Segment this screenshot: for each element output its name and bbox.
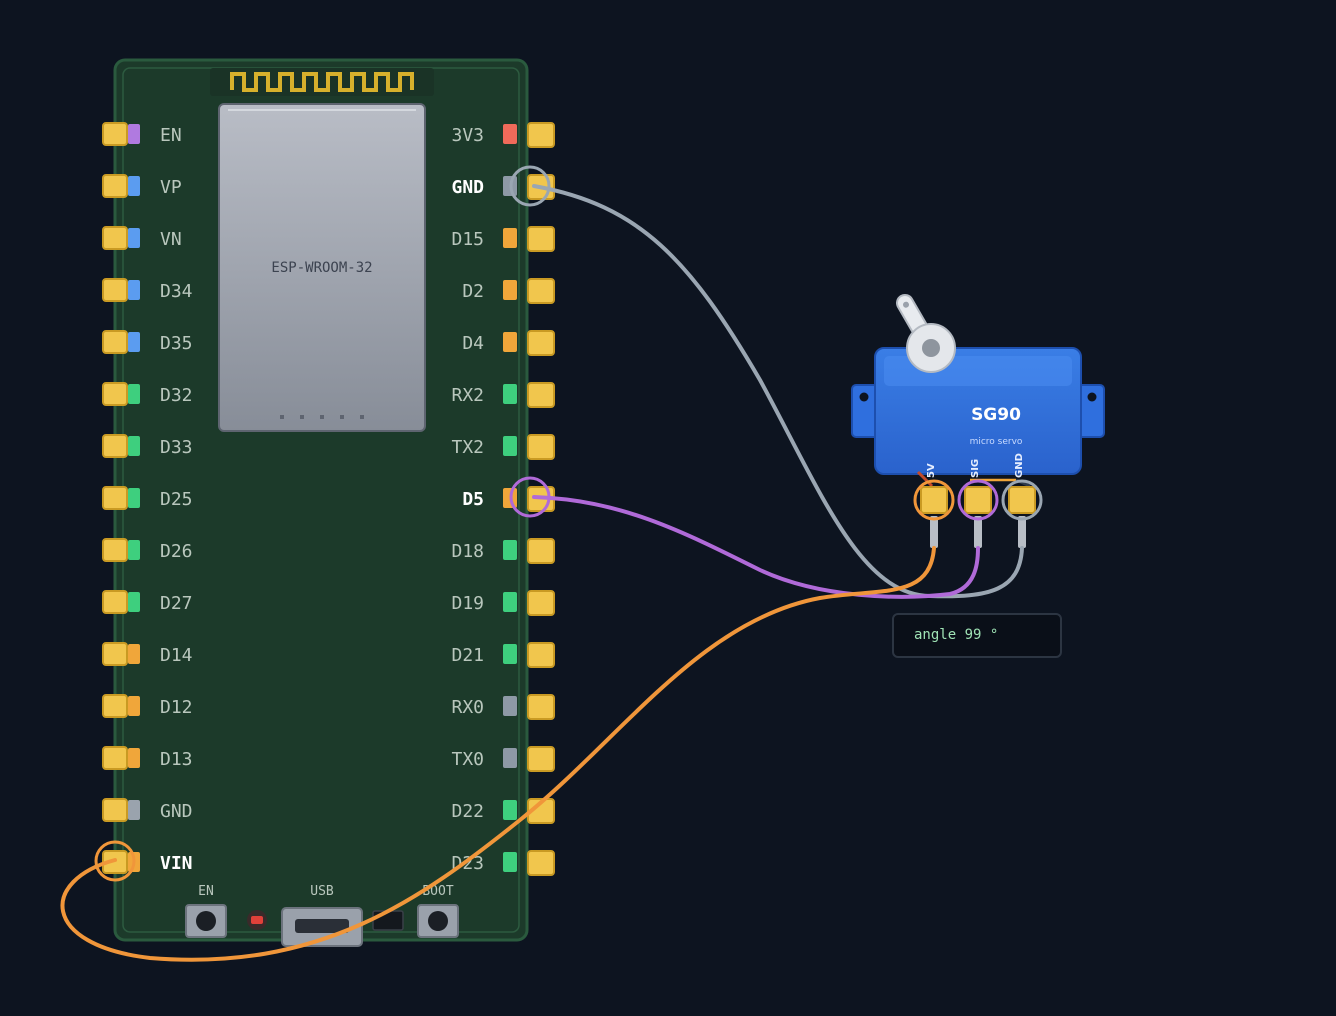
right-pin-label: D22: [451, 801, 484, 822]
left-pin-d32[interactable]: D32: [102, 382, 193, 406]
servo-title: SG90: [971, 405, 1021, 425]
wire-d5-to-servo-sig[interactable]: [532, 495, 980, 599]
servo-subtitle: micro servo: [970, 437, 1023, 447]
right-pin-label: RX2: [451, 385, 484, 406]
usb-port[interactable]: [281, 907, 363, 947]
esp32-board[interactable]: ESP-WROOM-32 EN VP VN D34D35D32D33D25D26D27…: [102, 58, 555, 947]
servo-horn[interactable]: [894, 292, 956, 373]
left-pin-label: D14: [160, 645, 193, 666]
right-pin-tx0[interactable]: TX0: [451, 746, 555, 772]
right-pin-d19[interactable]: D19: [451, 590, 555, 616]
right-pin-label: D19: [451, 593, 484, 614]
left-pin-label: GND: [160, 801, 193, 822]
left-pin-d25[interactable]: D25: [102, 486, 193, 510]
module-label: ESP-WROOM-32: [271, 260, 372, 276]
left-pin-d27[interactable]: D27: [102, 590, 193, 614]
en-button-label: EN: [198, 884, 214, 899]
right-pin-label: D21: [451, 645, 484, 666]
left-pin-label: D32: [160, 385, 193, 406]
left-pin-label: VN: [160, 229, 182, 250]
left-pin-d13[interactable]: D13: [102, 746, 193, 770]
right-pin-d2[interactable]: D2: [462, 278, 555, 304]
right-pin-label: D5: [462, 489, 484, 510]
angle-readout: angle 99 °: [892, 613, 1062, 658]
sg90-servo[interactable]: SG90 micro servo 5V SIG GND: [851, 292, 1105, 548]
servo-pin-gnd[interactable]: [1001, 479, 1043, 521]
right-pin-tx2[interactable]: TX2: [451, 434, 555, 460]
right-pin-label: D4: [462, 333, 484, 354]
d5-connection-ring: [509, 476, 551, 518]
right-pin-label: TX0: [451, 749, 484, 770]
antenna-trace: [230, 72, 414, 92]
left-pin-label: D25: [160, 489, 193, 510]
left-pin-label: D27: [160, 593, 193, 614]
right-pin-label: 3V3: [451, 125, 484, 146]
right-pin-rx0[interactable]: RX0: [451, 694, 555, 720]
left-pin-label: VP: [160, 177, 182, 198]
left-pin-d14[interactable]: D14: [102, 642, 193, 666]
left-pin-label: D35: [160, 333, 193, 354]
usb-label: USB: [310, 884, 334, 899]
servo-pin-sig[interactable]: [957, 479, 999, 521]
right-pin-d21[interactable]: D21: [451, 642, 555, 668]
right-pin-d4[interactable]: D4: [462, 330, 555, 356]
left-pin-vp[interactable]: VP: [102, 174, 182, 198]
right-pin-label: D18: [451, 541, 484, 562]
boot-button[interactable]: [417, 904, 459, 938]
right-pin-label: D2: [462, 281, 484, 302]
left-pin-en[interactable]: EN: [102, 122, 182, 146]
right-pin-3v3[interactable]: 3V3: [451, 122, 555, 148]
servo-pin-label-sig: SIG: [970, 459, 981, 478]
right-pin-rx2[interactable]: RX2: [451, 382, 555, 408]
right-pin-d23[interactable]: D23: [451, 850, 555, 876]
wire-gnd-to-servo-gnd[interactable]: [532, 184, 1024, 599]
right-pin-d22[interactable]: D22: [451, 798, 555, 824]
wire-vin-to-servo-5v[interactable]: [60, 546, 936, 962]
wires: [60, 165, 1024, 962]
right-pin-label: TX2: [451, 437, 484, 458]
left-pin-vn[interactable]: VN: [102, 226, 182, 250]
gnd-connection-ring: [509, 165, 551, 207]
right-pin-label: RX0: [451, 697, 484, 718]
en-button[interactable]: [185, 904, 227, 938]
angle-readout-text: angle 99 °: [914, 627, 999, 643]
vin-connection-ring: [94, 840, 136, 882]
left-pin-label: D33: [160, 437, 193, 458]
right-pin-d18[interactable]: D18: [451, 538, 555, 564]
left-pin-label: VIN: [160, 853, 193, 874]
left-pin-d12[interactable]: D12: [102, 694, 193, 718]
esp-wroom-module: ESP-WROOM-32: [218, 103, 426, 432]
left-pin-gnd[interactable]: GND: [102, 798, 193, 822]
left-pin-label: D34: [160, 281, 193, 302]
left-pin-d34[interactable]: D34: [102, 278, 193, 302]
right-pin-d15[interactable]: D15: [451, 226, 555, 252]
servo-pin-label-5v: 5V: [926, 463, 937, 478]
servo-pin-5v[interactable]: [913, 479, 955, 521]
right-pin-label: GND: [451, 177, 484, 198]
left-pin-d35[interactable]: D35: [102, 330, 193, 354]
right-pin-label: D15: [451, 229, 484, 250]
power-led: [247, 910, 267, 930]
right-pin-label: D23: [451, 853, 484, 874]
voltage-regulator-chip: [372, 910, 404, 931]
left-pin-label: D12: [160, 697, 193, 718]
left-pin-d33[interactable]: D33: [102, 434, 193, 458]
left-pin-label: EN: [160, 125, 182, 146]
left-pin-label: D26: [160, 541, 193, 562]
servo-pin-label-gnd: GND: [1014, 453, 1025, 478]
left-pin-d26[interactable]: D26: [102, 538, 193, 562]
left-pin-label: D13: [160, 749, 193, 770]
